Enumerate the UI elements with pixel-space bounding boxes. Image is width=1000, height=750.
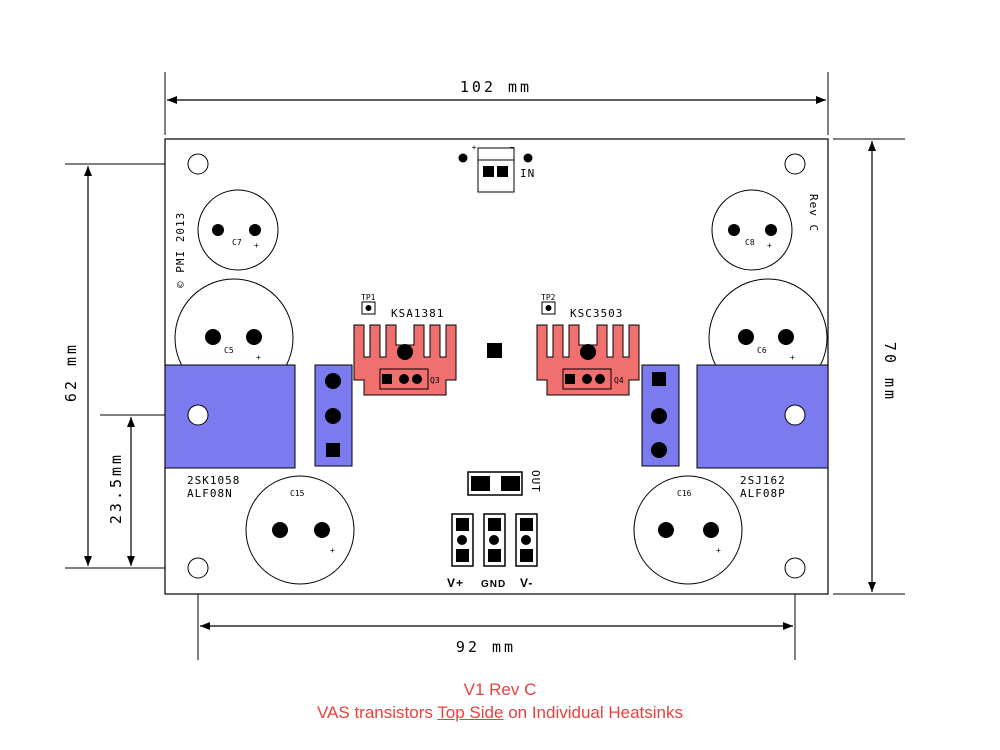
- mounting-hole: [187, 557, 209, 579]
- power-connector: V+ GND V-: [447, 513, 538, 590]
- input-plus-mark: +: [472, 143, 477, 152]
- svg-text:C8: C8: [745, 238, 755, 247]
- mounting-hole: [187, 153, 209, 175]
- vplus-label: V+: [447, 576, 464, 590]
- caption-subtitle: VAS transistors Top Side on Individual H…: [316, 703, 684, 722]
- height-left-label: 62 mm: [62, 342, 80, 402]
- height-right-label: 70 mm: [881, 342, 899, 402]
- heatsink-q4: KSC3503 Q4: [536, 307, 640, 396]
- caption-title: V1 Rev C: [463, 680, 537, 699]
- svg-text:+: +: [330, 546, 335, 555]
- svg-text:TP1: TP1: [361, 293, 376, 302]
- height-offset-label: 23.5mm: [107, 452, 125, 524]
- capacitor-c8: C8 +: [711, 189, 793, 271]
- mosfet-p-part: 2SJ162: [740, 474, 786, 487]
- input-label: IN: [520, 167, 535, 180]
- test-point-tp2: TP2: [541, 293, 556, 315]
- mounting-holes: [187, 153, 806, 579]
- heatsink-q3: KSA1381 Q3: [353, 307, 457, 396]
- vminus-label: V-: [520, 576, 533, 590]
- input-connector: + − IN: [458, 143, 535, 193]
- svg-text:+: +: [790, 353, 795, 362]
- mosfet-p-alt: ALF08P: [740, 487, 786, 500]
- mosfet-p-pad: 2SJ162 ALF08P: [696, 364, 829, 500]
- svg-text:C6: C6: [757, 346, 767, 355]
- q3-ref: Q3: [430, 376, 440, 385]
- capacitor-c7: C7 +: [197, 189, 279, 271]
- svg-text:+: +: [716, 546, 721, 555]
- mosfet-p-pins: [641, 364, 680, 467]
- svg-text:C15: C15: [290, 489, 305, 498]
- caption-emphasis: Top Side: [437, 703, 504, 722]
- q4-ref: Q4: [614, 376, 624, 385]
- q4-part-label: KSC3503: [570, 307, 623, 320]
- copyright-text: © PMI 2013: [174, 212, 187, 288]
- svg-text:+: +: [254, 241, 259, 250]
- dimension-left-inner: 23.5mm: [100, 414, 198, 566]
- output-label: OUT: [529, 470, 542, 493]
- mosfet-n-part: 2SK1058: [187, 474, 240, 487]
- svg-text:TP2: TP2: [541, 293, 556, 302]
- svg-text:+: +: [767, 241, 772, 250]
- dimension-bottom: 92 mm: [197, 568, 796, 660]
- width-top-label: 102 mm: [460, 78, 532, 96]
- capacitor-c15: C15 +: [245, 475, 355, 585]
- capacitor-c16: C16 +: [633, 475, 743, 585]
- test-point-tp1: TP1: [361, 293, 376, 315]
- mounting-hole: [784, 557, 806, 579]
- mosfet-n-pins: [314, 364, 353, 467]
- mosfet-n-pad: 2SK1058 ALF08N: [164, 364, 296, 500]
- dimension-top: 102 mm: [164, 72, 829, 135]
- mounting-hole: [784, 153, 806, 175]
- dimension-right: 70 mm: [833, 138, 905, 595]
- width-bottom-label: 92 mm: [456, 638, 516, 656]
- center-via: [487, 343, 502, 358]
- svg-text:C16: C16: [677, 489, 692, 498]
- svg-text:C5: C5: [224, 346, 234, 355]
- svg-text:C7: C7: [232, 238, 242, 247]
- q3-part-label: KSA1381: [391, 307, 444, 320]
- output-connector: OUT: [467, 470, 542, 496]
- revision-text: Rev C: [807, 194, 820, 232]
- mosfet-n-alt: ALF08N: [187, 487, 233, 500]
- gnd-label: GND: [481, 579, 506, 590]
- svg-text:+: +: [256, 353, 261, 362]
